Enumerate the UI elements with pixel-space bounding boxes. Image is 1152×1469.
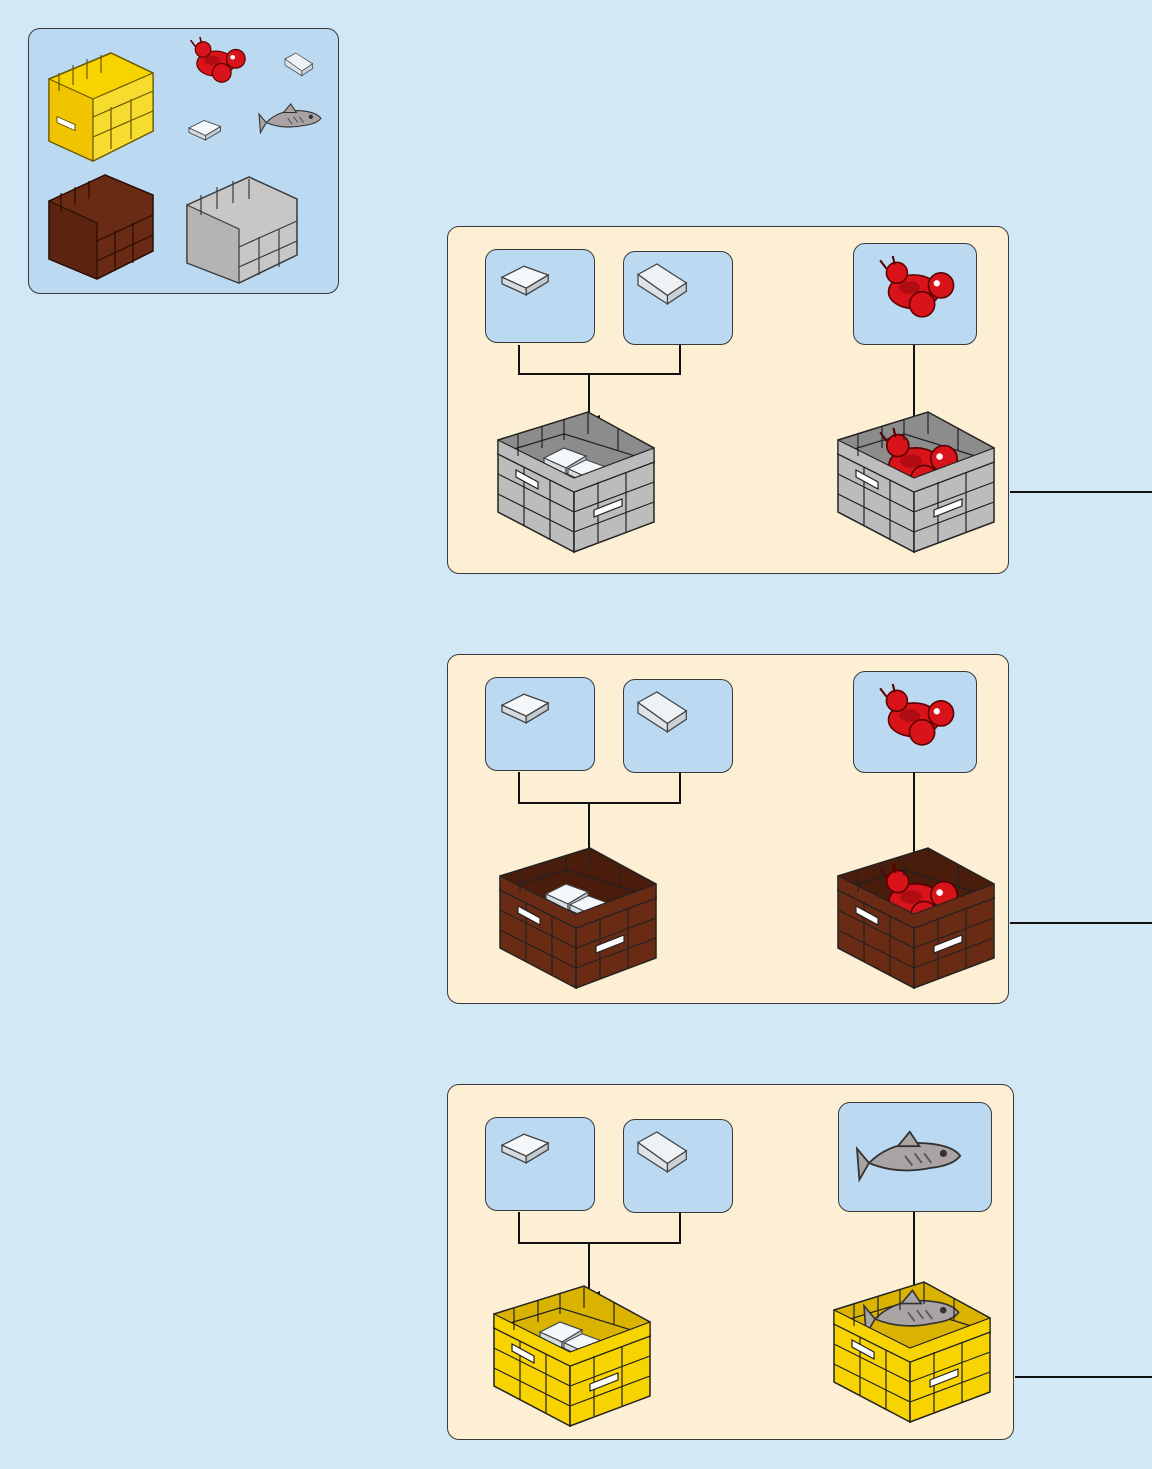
fish-icon [857, 1132, 960, 1180]
clear-slope-piece [285, 53, 313, 76]
clear-slope-icon [638, 264, 686, 304]
grey-crate-piece [187, 177, 297, 283]
clear-tile-piece [189, 121, 221, 141]
clear-tile-icon [502, 1134, 548, 1163]
step-1-callout-tile [485, 249, 595, 343]
build-step-3-panel [447, 1084, 1014, 1440]
step-3-callout-slope [623, 1119, 733, 1213]
lobster-icon [880, 256, 954, 317]
yellow-crate-piece [49, 53, 153, 161]
lobster-icon [880, 684, 954, 745]
clear-slope-icon [638, 1132, 686, 1172]
parts-inventory-panel [28, 28, 339, 294]
build-step-2-panel [447, 654, 1009, 1004]
brown-crate-piece [49, 175, 153, 279]
fish-piece [259, 104, 321, 133]
step-2-callout-slope [623, 679, 733, 773]
step-3-callout-tile [485, 1117, 595, 1211]
lobster-piece [191, 37, 246, 82]
clear-tile-icon [502, 266, 548, 295]
step-1-callout-slope [623, 251, 733, 345]
step-3-callout-fish [838, 1102, 992, 1212]
step-1-callout-lobster [853, 243, 977, 345]
build-step-1-panel [447, 226, 1009, 574]
clear-tile-icon [502, 694, 548, 723]
step-2-callout-lobster [853, 671, 977, 773]
step-2-callout-tile [485, 677, 595, 771]
clear-slope-icon [638, 692, 686, 732]
